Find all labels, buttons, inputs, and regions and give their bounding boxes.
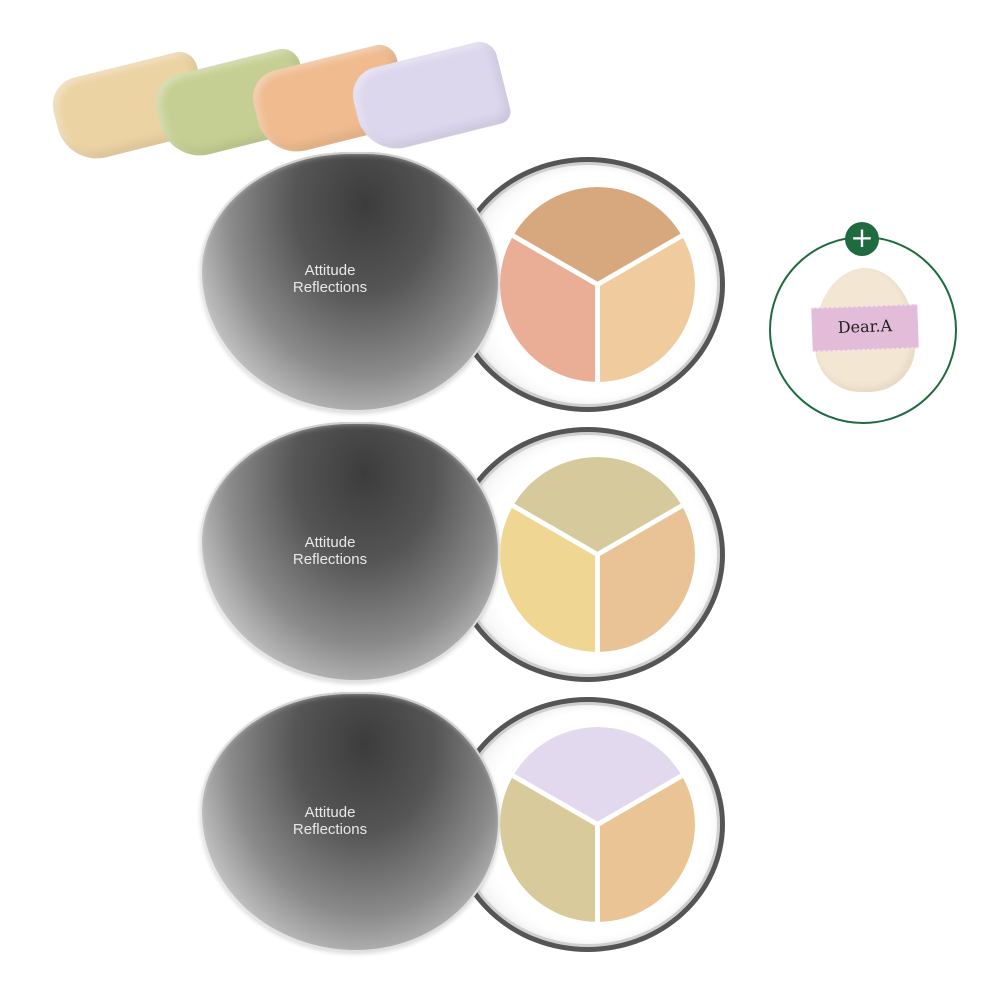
compact-2: Attitude Reflections	[200, 422, 730, 682]
concealer-pan	[500, 187, 695, 382]
brand-line-2: Reflections	[292, 821, 368, 838]
plus-icon: +	[845, 222, 879, 256]
compact-lid: Attitude Reflections	[200, 422, 500, 682]
compact-lid: Attitude Reflections	[200, 152, 500, 412]
concealer-pan	[500, 727, 695, 922]
brand-line-2: Reflections	[292, 551, 368, 568]
brand-line-1: Attitude	[304, 262, 356, 279]
puff-label: Dear.A	[837, 316, 893, 337]
puff-ribbon: Dear.A	[811, 304, 919, 352]
compact-1: Attitude Reflections	[200, 152, 730, 412]
compact-lid: Attitude Reflections	[200, 692, 500, 952]
concealer-pan	[500, 457, 695, 652]
brand-logo: Attitude Reflections	[270, 534, 390, 568]
brand-line-2: Reflections	[292, 279, 368, 296]
brand-logo: Attitude Reflections	[270, 804, 390, 838]
brand-line-1: Attitude	[304, 804, 356, 821]
brand-logo: Attitude Reflections	[270, 262, 390, 296]
brand-line-1: Attitude	[304, 534, 356, 551]
compact-3: Attitude Reflections	[200, 692, 730, 952]
